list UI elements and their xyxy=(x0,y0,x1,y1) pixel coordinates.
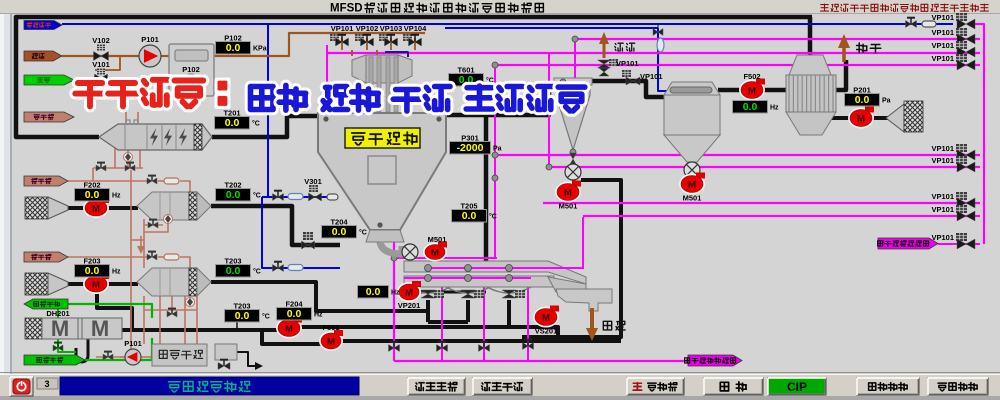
svg-text:M: M xyxy=(91,316,109,341)
svg-text:F202: F202 xyxy=(83,181,100,190)
svg-text:M: M xyxy=(748,86,756,97)
svg-text:VP101: VP101 xyxy=(616,59,639,68)
svg-text:Pa: Pa xyxy=(882,98,891,105)
svg-text:Hz: Hz xyxy=(112,193,121,200)
svg-text:Hz: Hz xyxy=(770,105,779,112)
svg-text:0.0: 0.0 xyxy=(287,308,302,320)
svg-text:VP101: VP101 xyxy=(931,28,954,37)
svg-text:M: M xyxy=(92,280,100,291)
svg-text:VP101: VP101 xyxy=(931,192,954,201)
svg-text:M: M xyxy=(688,180,696,191)
svg-text:0.0: 0.0 xyxy=(462,210,477,222)
svg-text:P102: P102 xyxy=(224,34,242,43)
svg-text:M: M xyxy=(92,204,100,215)
svg-text:P201: P201 xyxy=(853,86,871,95)
svg-text:F203: F203 xyxy=(83,257,100,266)
svg-text:P301: P301 xyxy=(461,134,479,143)
svg-text:VP103: VP103 xyxy=(380,24,403,33)
svg-text:M: M xyxy=(564,188,572,199)
svg-text:KPa: KPa xyxy=(253,46,267,53)
svg-text:°C: °C xyxy=(486,77,494,85)
svg-text:0.0: 0.0 xyxy=(332,226,347,238)
svg-text:0.0: 0.0 xyxy=(225,117,240,129)
svg-text:VP101: VP101 xyxy=(331,24,354,33)
svg-text:M: M xyxy=(542,313,550,324)
svg-text:0.0: 0.0 xyxy=(366,286,381,298)
svg-text:Hz: Hz xyxy=(314,312,323,319)
svg-text:T201: T201 xyxy=(223,109,240,118)
svg-text:F502: F502 xyxy=(743,72,760,81)
svg-text:0.0: 0.0 xyxy=(85,189,100,201)
svg-text:F204: F204 xyxy=(285,300,303,309)
svg-text:°C: °C xyxy=(252,120,260,128)
svg-text:°C: °C xyxy=(253,192,261,200)
svg-text:VP102: VP102 xyxy=(356,24,379,33)
svg-text:MFSD: MFSD xyxy=(330,3,363,15)
svg-text:T203: T203 xyxy=(224,257,241,266)
svg-text:Hz: Hz xyxy=(391,290,400,297)
svg-text:M: M xyxy=(285,324,293,335)
svg-text:VS201: VS201 xyxy=(535,327,558,336)
svg-text:VP101: VP101 xyxy=(931,13,954,22)
svg-text:M: M xyxy=(327,337,335,348)
svg-text:T204: T204 xyxy=(330,218,348,227)
svg-text:°C: °C xyxy=(253,268,261,276)
svg-text:Hz: Hz xyxy=(112,269,121,276)
svg-text:0.0: 0.0 xyxy=(226,42,241,54)
svg-text:VP101: VP101 xyxy=(931,156,954,165)
svg-text:VP101: VP101 xyxy=(931,144,954,153)
svg-text:T203: T203 xyxy=(233,302,250,311)
svg-text:M: M xyxy=(431,248,439,259)
svg-text:-2000: -2000 xyxy=(457,142,484,154)
svg-text:M: M xyxy=(857,114,865,125)
svg-text:M501: M501 xyxy=(683,194,702,203)
svg-text:0.0: 0.0 xyxy=(85,265,100,277)
svg-text:3: 3 xyxy=(44,379,49,389)
svg-text:P101: P101 xyxy=(141,35,159,44)
svg-text:0.0: 0.0 xyxy=(235,310,250,322)
svg-text:0.0: 0.0 xyxy=(743,101,758,113)
svg-text:VP101: VP101 xyxy=(931,54,954,63)
svg-text:M: M xyxy=(405,288,413,299)
svg-text:V102: V102 xyxy=(92,36,110,45)
svg-text:P102: P102 xyxy=(182,65,200,74)
svg-text:0.0: 0.0 xyxy=(226,189,241,201)
svg-text:F601: F601 xyxy=(322,323,339,332)
svg-text:V301: V301 xyxy=(304,177,322,186)
svg-text:0.0: 0.0 xyxy=(855,94,870,106)
svg-text:T202: T202 xyxy=(224,181,241,190)
svg-text:P101: P101 xyxy=(124,339,142,348)
svg-text:T601: T601 xyxy=(457,66,474,75)
svg-text:DH201: DH201 xyxy=(46,309,69,318)
svg-text:°C: °C xyxy=(262,313,270,321)
svg-text:VP101: VP101 xyxy=(931,41,954,50)
svg-text:T205: T205 xyxy=(460,202,477,211)
svg-text:VP101: VP101 xyxy=(931,233,954,242)
svg-text:VP101: VP101 xyxy=(931,205,954,214)
svg-text:V101: V101 xyxy=(92,60,110,69)
svg-text:VP104: VP104 xyxy=(404,24,427,33)
svg-text:Pa: Pa xyxy=(493,146,502,153)
svg-text:M501: M501 xyxy=(559,202,578,211)
svg-text:CIP: CIP xyxy=(787,380,807,394)
svg-text:VP201: VP201 xyxy=(398,301,421,310)
svg-text:0.0: 0.0 xyxy=(226,265,241,277)
svg-text:°C: °C xyxy=(359,229,367,237)
svg-text:°C: °C xyxy=(489,213,497,221)
svg-text:M: M xyxy=(51,316,69,341)
svg-text:M501: M501 xyxy=(428,235,447,244)
svg-text:VP101: VP101 xyxy=(640,72,663,81)
